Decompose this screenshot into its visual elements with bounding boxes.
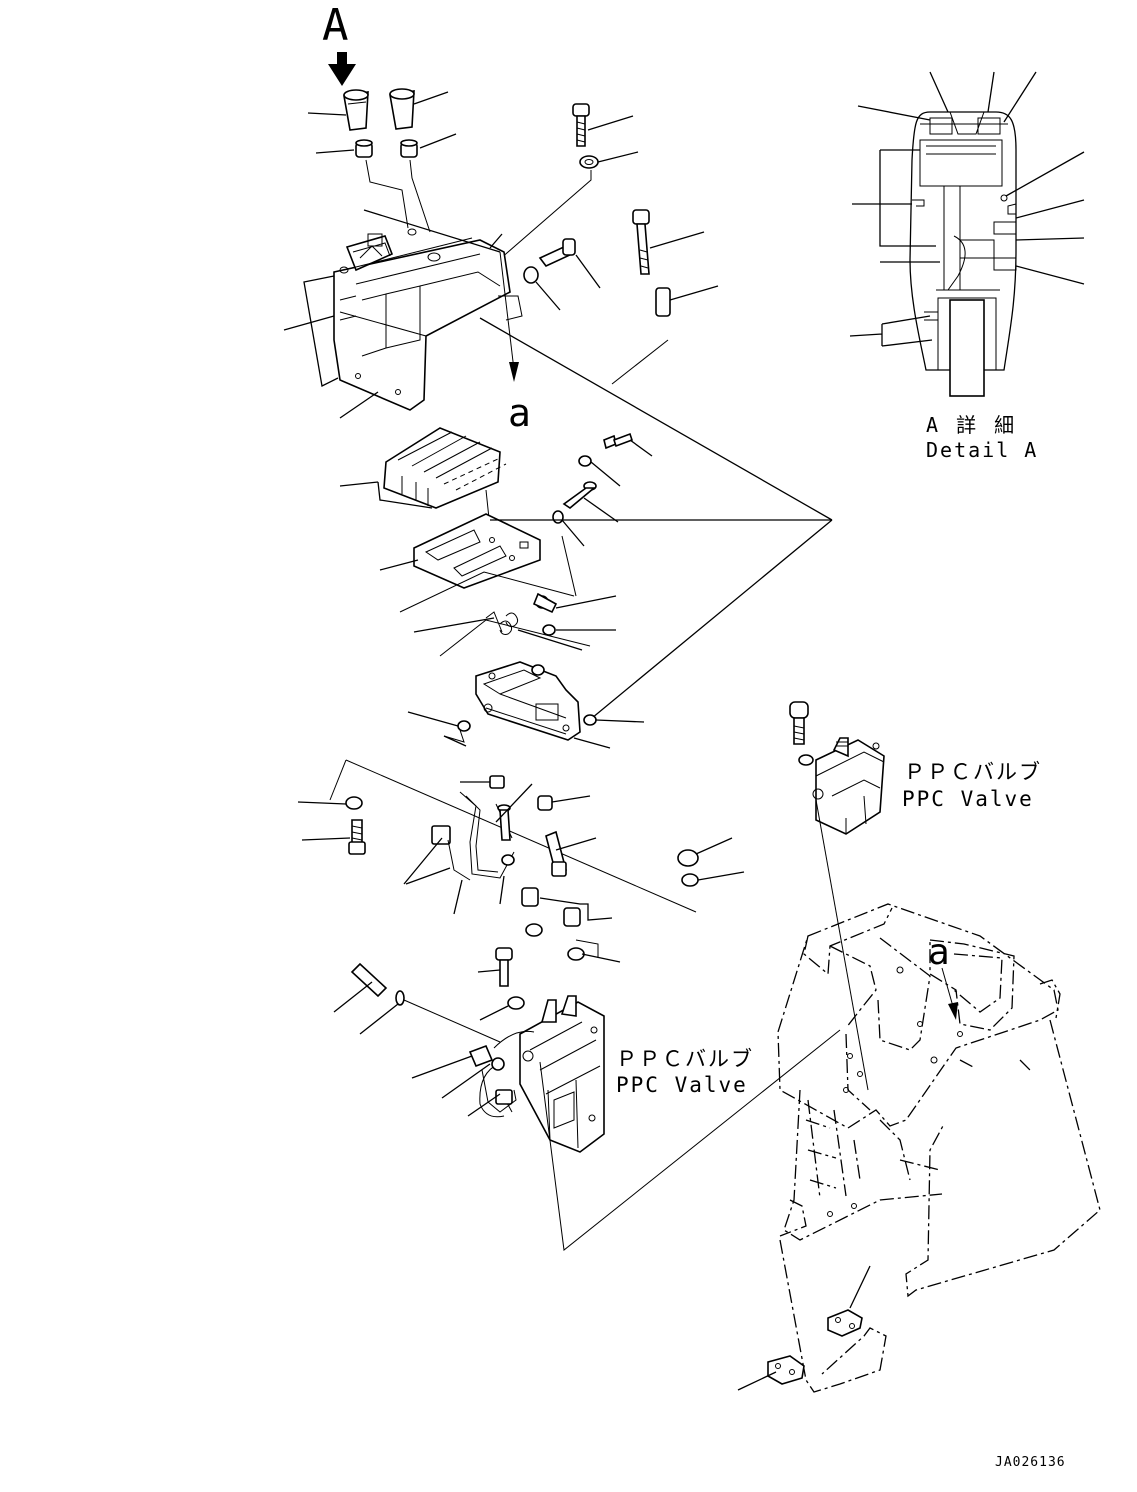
collar-left xyxy=(355,139,373,158)
collar-right xyxy=(400,139,418,158)
bolt-lower-center xyxy=(495,947,513,987)
spacer-pair xyxy=(521,887,581,927)
lever-knob-left xyxy=(343,89,369,131)
wire-harness-upper xyxy=(431,791,515,881)
washer-small-2 xyxy=(552,510,564,524)
washer-lower-left xyxy=(345,796,363,810)
console-frame xyxy=(777,903,1101,1393)
bolt-top xyxy=(572,103,590,147)
washer-mid xyxy=(523,266,539,284)
washer-right xyxy=(681,873,699,887)
drawing-number: JA026136 xyxy=(995,1455,1066,1470)
stud xyxy=(497,804,515,866)
washer-top xyxy=(579,155,599,169)
detail-title-en: Detail A xyxy=(926,438,1038,462)
bolt-lower-left xyxy=(348,819,366,855)
ppc-valve-lower xyxy=(519,995,605,1153)
bolt-angled xyxy=(350,962,388,998)
section-ref-label: a xyxy=(508,391,531,435)
clip xyxy=(443,720,471,743)
bolt-ppc-upper xyxy=(789,701,809,745)
lever-bracket xyxy=(475,661,581,741)
rubber-boot xyxy=(383,427,507,509)
nut-right xyxy=(677,849,699,867)
ppc-lower-jp: ＰＰＣバルブ xyxy=(616,1047,754,1071)
detail-title-jp: A 詳 細 xyxy=(926,413,1017,437)
guide-plate xyxy=(413,513,541,589)
lever-cover xyxy=(333,228,523,411)
washer-ppc-upper xyxy=(798,754,814,766)
nut-lower-1 xyxy=(525,923,543,937)
lever-knob-right xyxy=(389,88,415,130)
mount-bracket-lower xyxy=(767,1355,805,1385)
pin xyxy=(562,481,597,509)
cap-nut xyxy=(537,795,553,811)
long-bolt xyxy=(632,209,650,275)
washer-lower-center xyxy=(507,996,525,1010)
view-arrow-icon xyxy=(328,52,356,86)
ppc-upper-en: PPC Valve xyxy=(902,787,1034,811)
detail-a-knob-section xyxy=(909,111,1017,397)
mount-bracket-upper xyxy=(827,1309,863,1337)
ppc-upper-jp: ＰＰＣバルブ xyxy=(904,760,1042,784)
section-ref-frame-label: a xyxy=(928,932,950,973)
nut-upper xyxy=(489,775,505,789)
ppc-lower-en: PPC Valve xyxy=(616,1073,748,1097)
spacer-sleeve xyxy=(655,287,671,317)
washer-bracket xyxy=(583,714,597,726)
bolt-mid xyxy=(538,238,576,267)
screw-small xyxy=(603,432,634,450)
return-spring xyxy=(485,592,558,636)
wire-harness-lower xyxy=(468,1030,535,1118)
nut-lower-2 xyxy=(567,947,585,961)
washer-small-1 xyxy=(578,455,592,467)
ppc-valve-upper xyxy=(812,737,885,835)
nut-bracket xyxy=(531,664,545,676)
view-marker-label: A xyxy=(322,0,349,51)
fitting xyxy=(545,830,567,877)
washer-angled xyxy=(395,990,405,1006)
